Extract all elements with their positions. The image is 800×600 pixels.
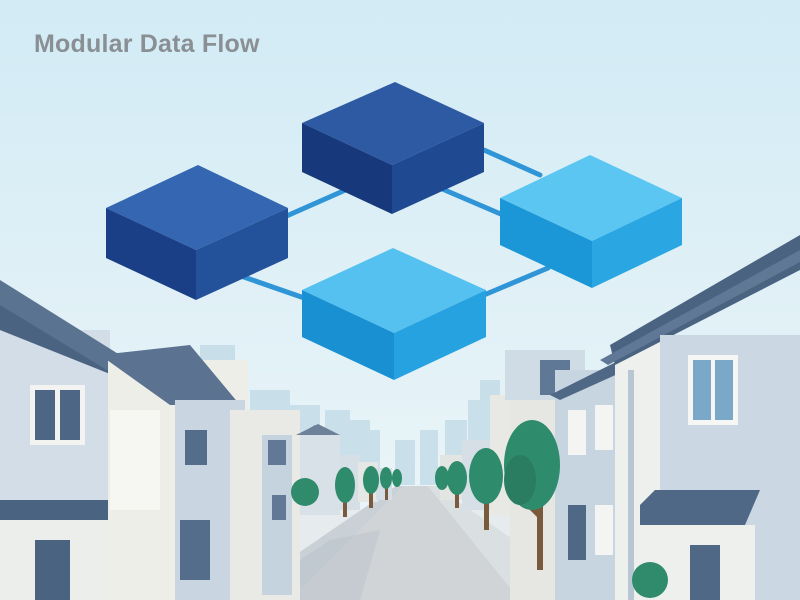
- left-house-middle: [100, 345, 248, 600]
- left-house-front: [0, 280, 160, 600]
- connector-line-icon: [235, 272, 313, 303]
- right-house-front: [600, 235, 800, 600]
- trees-left: [335, 466, 402, 517]
- connector-line-icon: [279, 185, 353, 221]
- connector-line-icon: [437, 185, 513, 221]
- connector-lines: [235, 147, 551, 303]
- road-shadow: [300, 530, 380, 600]
- page-title: Modular Data Flow: [34, 30, 260, 58]
- connector-line-icon: [481, 265, 551, 298]
- module-block-icon: [302, 248, 486, 380]
- connector-line-icon: [481, 147, 543, 178]
- left-house-back: [230, 410, 340, 600]
- module-block-icon: [500, 155, 682, 288]
- trees-right: [435, 420, 560, 570]
- module-block-icon: [106, 165, 288, 300]
- module-block-icon: [302, 82, 484, 214]
